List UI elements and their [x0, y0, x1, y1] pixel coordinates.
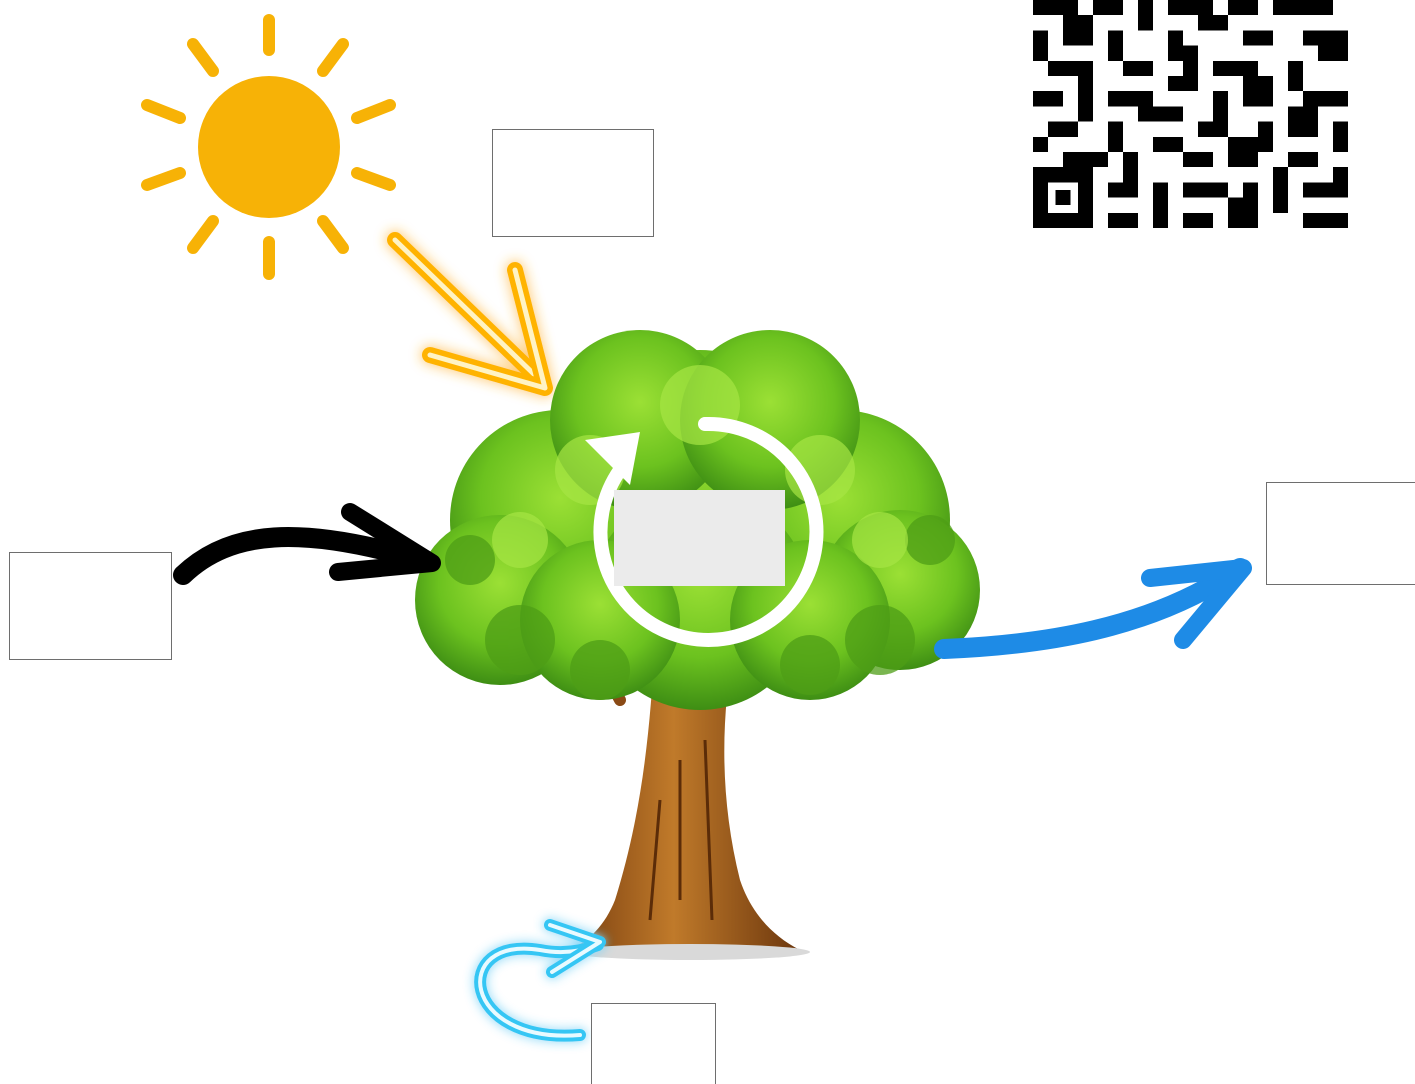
right-output-label-box[interactable]: [1266, 482, 1415, 585]
center-process-label-box[interactable]: [614, 490, 785, 586]
bottom-input-label-box[interactable]: [591, 1003, 716, 1084]
left-input-label-box[interactable]: [9, 552, 172, 660]
sun-icon: [147, 20, 390, 274]
sunlight-label-box[interactable]: [492, 129, 654, 237]
sunlight-arrow: [395, 240, 545, 388]
left-input-arrow: [183, 512, 432, 575]
water-input-arrow: [480, 925, 600, 1036]
qr-code-icon: [1033, 0, 1348, 228]
right-output-arrow: [944, 568, 1243, 649]
